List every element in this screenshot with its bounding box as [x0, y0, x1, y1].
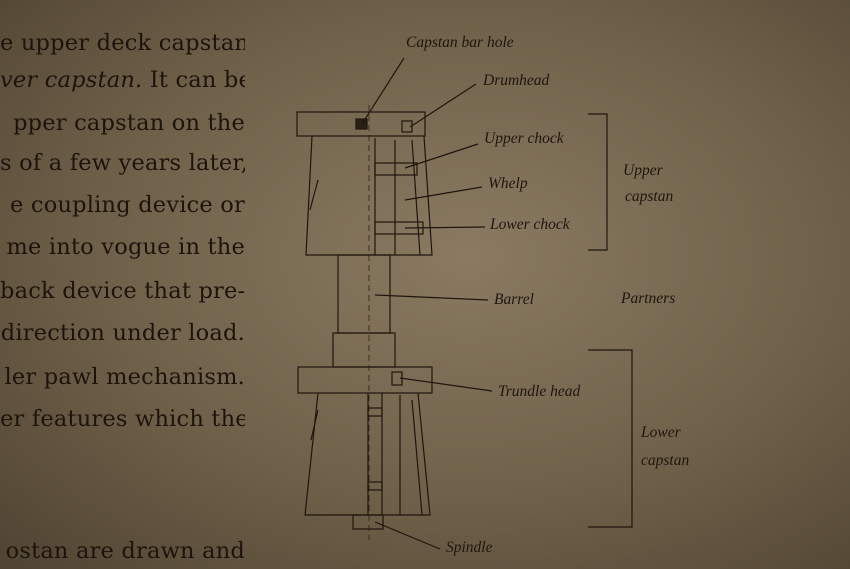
partners-shape — [332, 332, 396, 368]
label-upper-chock: Upper chock — [484, 130, 564, 147]
text-line-2: ver capstan. It can be — [0, 67, 245, 93]
upper-body-notch — [309, 179, 319, 211]
whelp-shape — [374, 138, 421, 256]
trundle-head-shape — [297, 366, 433, 394]
leader-barrel — [374, 294, 489, 301]
lower-capstan-bracket — [588, 349, 633, 528]
upper-chock-shape — [374, 162, 418, 176]
text-line-6: me into vogue in the — [6, 234, 245, 260]
label-lower-capstan-line2: capstan — [641, 452, 690, 469]
body-text-column: e upper deck capstan. ver capstan. It ca… — [0, 0, 250, 569]
text-line-7: back device that pre- — [0, 278, 245, 304]
leader-capstan-bar-hole — [361, 57, 405, 125]
label-capstan-bar-hole: Capstan bar hole — [406, 34, 514, 51]
label-whelp: Whelp — [488, 175, 528, 192]
text-line-11: ostan are drawn and — [5, 538, 245, 564]
label-lower-chock: Lower chock — [490, 216, 570, 233]
text-line-2-rest: It can be — [142, 67, 245, 93]
label-partners: Partners — [621, 290, 676, 307]
leader-drumhead — [409, 83, 477, 128]
label-trundle-head: Trundle head — [498, 383, 581, 400]
text-line-3: pper capstan on the — [13, 110, 245, 136]
text-line-8: direction under load. — [0, 320, 245, 346]
text-line-10: er features which the — [0, 406, 245, 432]
capstan-bar-hole-shape — [355, 118, 368, 130]
text-line-9: ler pawl mechanism. — [4, 364, 245, 390]
spindle-shape — [352, 514, 384, 530]
barrel-shape — [337, 254, 391, 334]
drumhead-shape — [296, 111, 426, 137]
lower-body-notch — [310, 409, 319, 441]
label-upper-capstan-line2: capstan — [625, 188, 674, 205]
label-drumhead: Drumhead — [483, 72, 550, 89]
leader-trundle-head — [399, 377, 493, 392]
label-upper-capstan-line1: Upper — [623, 162, 663, 179]
text-line-5: e coupling device or — [10, 192, 245, 218]
text-line-1: e upper deck capstan. — [0, 30, 245, 56]
lower-chock-b — [367, 481, 383, 491]
drumhead-slot-shape — [401, 120, 413, 133]
leader-lower-chock — [404, 226, 486, 229]
label-spindle: Spindle — [446, 539, 493, 556]
leader-whelp — [404, 186, 483, 201]
label-barrel: Barrel — [494, 291, 534, 308]
lower-whelps-shape — [367, 393, 423, 516]
label-lower-capstan-line1: Lower — [641, 424, 681, 441]
leader-upper-chock — [404, 143, 479, 169]
text-line-2-italic: ver capstan. — [0, 67, 143, 93]
upper-capstan-bracket — [588, 113, 608, 251]
leader-spindle — [374, 521, 441, 550]
lower-chock-a — [367, 407, 383, 417]
text-line-4: s of a few years later, — [0, 150, 245, 176]
